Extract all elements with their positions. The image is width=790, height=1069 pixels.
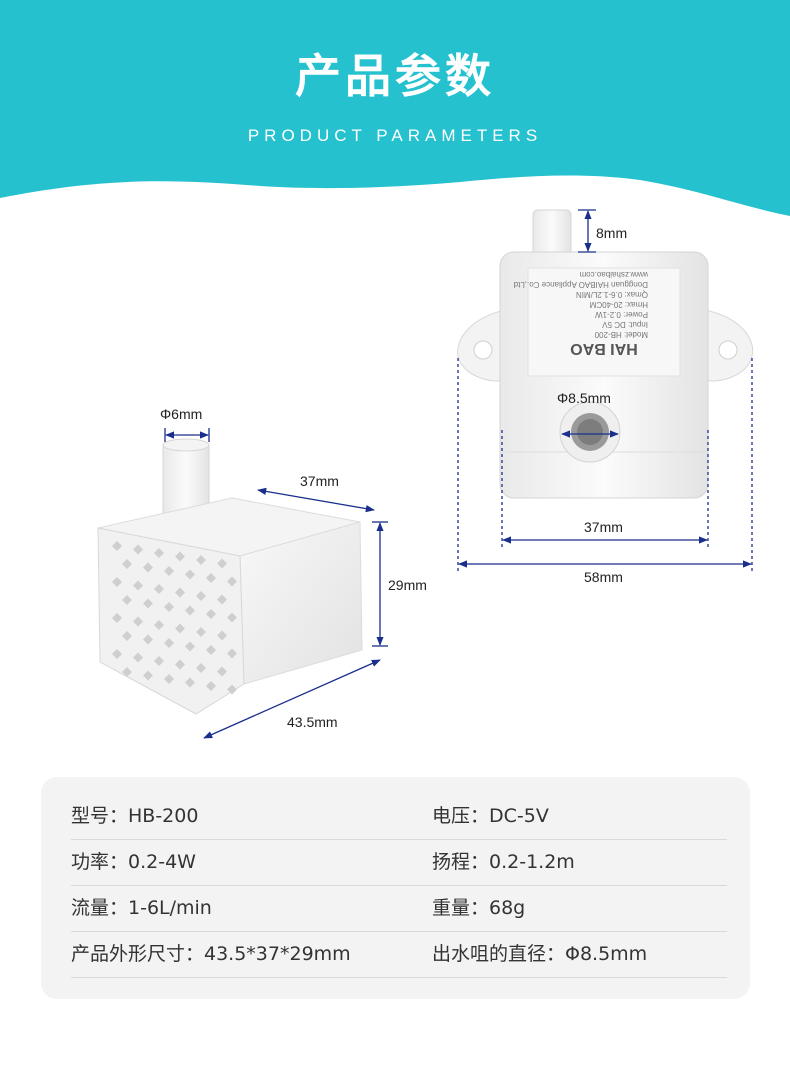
page-subtitle: PRODUCT PARAMETERS xyxy=(247,126,543,145)
mesh-hole xyxy=(133,616,143,627)
mesh-hole xyxy=(112,613,122,623)
mesh-hole xyxy=(154,620,164,630)
dim-side-width: 37mm xyxy=(300,473,339,489)
mesh-hole xyxy=(154,548,164,558)
mesh-hole xyxy=(217,558,227,569)
mesh-hole xyxy=(143,562,153,573)
label-line: Hmax: 20-40CM xyxy=(589,300,648,309)
spec-row: 流量：1-6L/min 重量：68g xyxy=(71,885,727,932)
mesh-hole xyxy=(133,544,143,555)
mesh-hole xyxy=(154,584,164,594)
spec-outlet-diameter: 出水咀的直径：Φ8.5mm xyxy=(432,943,648,965)
spec-table: 型号：HB-200 电压：DC-5V 功率：0.2-4W 扬程：0.2-1.2m… xyxy=(41,777,750,999)
label-line: Dongguan HAIBAO Appliance Co.,Ltd xyxy=(514,280,648,289)
label-brand: HAI BAO xyxy=(570,340,638,357)
spec-head-lift: 扬程：0.2-1.2m xyxy=(432,851,575,873)
mesh-hole xyxy=(175,587,185,598)
mesh-hole xyxy=(164,602,174,612)
spec-row: 型号：HB-200 电压：DC-5V xyxy=(71,793,727,840)
dim-side-height: 29mm xyxy=(388,577,427,593)
mesh-hole xyxy=(164,566,174,576)
mesh-hole xyxy=(196,555,206,565)
page-title: 产品参数 xyxy=(295,49,495,103)
mesh-hole xyxy=(185,605,195,616)
mesh-hole xyxy=(112,649,122,659)
dimension-lines xyxy=(164,209,753,739)
mesh-hole xyxy=(227,648,237,659)
dim-inlet-diameter: Φ6mm xyxy=(160,406,203,422)
spec-row: 产品外形尺寸：43.5*37*29mm 出水咀的直径：Φ8.5mm xyxy=(71,931,727,978)
mesh-hole xyxy=(185,641,195,652)
mesh-hole xyxy=(122,631,132,641)
mesh-hole xyxy=(227,612,237,623)
mesh-hole xyxy=(154,656,164,666)
mesh-hole xyxy=(133,652,143,663)
dim-outlet-diameter: Φ8.5mm xyxy=(557,390,611,406)
mesh-hole xyxy=(175,659,185,670)
mesh-hole xyxy=(143,634,153,645)
mesh-hole xyxy=(206,645,216,655)
mesh-hole xyxy=(122,667,132,677)
spec-weight: 重量：68g xyxy=(432,897,526,919)
pump-front-face xyxy=(97,527,245,715)
mesh-hole xyxy=(122,559,132,569)
mesh-hole xyxy=(164,674,174,684)
spec-model: 型号：HB-200 xyxy=(71,805,199,827)
mesh-hole xyxy=(143,598,153,609)
mesh-hole xyxy=(217,630,227,641)
mesh-hole xyxy=(196,591,206,601)
mesh-hole xyxy=(112,541,122,551)
label-line: www.zshaibao.com xyxy=(579,270,649,279)
mesh-hole xyxy=(206,573,216,583)
dim-side-length: 43.5mm xyxy=(287,714,338,730)
pump-inlet-mesh xyxy=(112,541,237,695)
mesh-hole xyxy=(185,677,195,688)
mesh-hole xyxy=(185,569,195,580)
dim-front-total-width: 58mm xyxy=(584,569,623,585)
mesh-hole xyxy=(227,576,237,587)
dim-outlet-height: 8mm xyxy=(596,225,628,241)
spec-power: 功率：0.2-4W xyxy=(71,851,196,873)
mesh-hole xyxy=(164,638,174,648)
spec-dimensions: 产品外形尺寸：43.5*37*29mm xyxy=(71,943,351,965)
product-label xyxy=(527,267,681,377)
label-line: Model: HB-200 xyxy=(594,330,648,339)
mesh-hole xyxy=(196,627,206,637)
label-line: Input: DC 5V xyxy=(602,320,648,329)
dim-front-width: 37mm xyxy=(584,519,623,535)
header-wave-background xyxy=(0,0,790,216)
label-line: Power: 0.2-1W xyxy=(595,310,648,319)
mesh-hole xyxy=(175,623,185,634)
mesh-hole xyxy=(143,670,153,681)
mesh-hole xyxy=(206,609,216,619)
mesh-hole xyxy=(133,580,143,591)
mesh-hole xyxy=(112,577,122,587)
mesh-hole xyxy=(217,594,227,605)
mesh-hole xyxy=(122,595,132,605)
label-line: Qmax: 0.6-1.2L/MIN xyxy=(576,290,648,299)
spec-flow: 流量：1-6L/min xyxy=(71,897,212,919)
mesh-hole xyxy=(175,551,185,562)
spec-voltage: 电压：DC-5V xyxy=(432,805,549,827)
spec-row: 功率：0.2-4W 扬程：0.2-1.2m xyxy=(71,839,727,886)
